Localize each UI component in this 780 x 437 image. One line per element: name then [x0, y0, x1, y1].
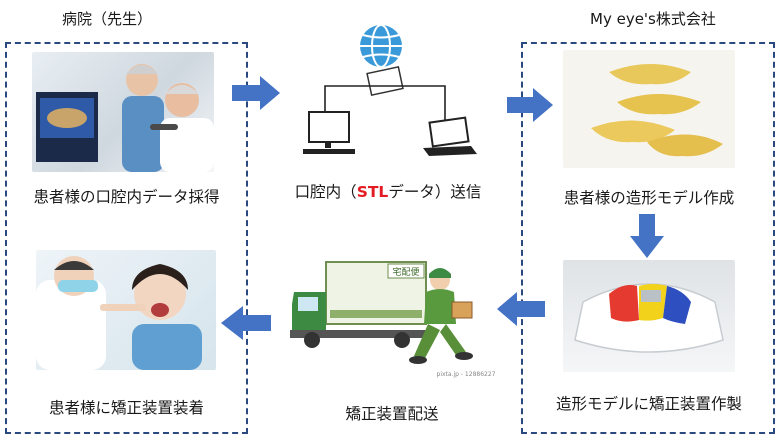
envelope-icon	[366, 66, 404, 96]
courier-icon	[409, 268, 473, 364]
arrow-down-icon	[630, 214, 664, 258]
truck-sign	[387, 263, 425, 279]
dental-model-photo	[563, 50, 735, 168]
arrow-right-icon	[232, 76, 280, 110]
delivery-truck-icon	[290, 261, 430, 348]
delivery-step-label: 矯正装置配送	[345, 405, 439, 423]
send-step-label: 口腔内（STLデータ）送信	[294, 183, 482, 201]
company-panel	[521, 42, 775, 434]
hospital-panel	[5, 42, 248, 434]
appliance-fitting-photo	[36, 250, 216, 370]
arrow-left-icon	[497, 292, 545, 326]
globe-icon	[360, 24, 402, 68]
photo-credit: pixta.jp - 12886227	[437, 371, 496, 378]
hospital-header: 病院（先生）	[62, 10, 153, 28]
orthodontic-appliance-photo	[563, 260, 735, 372]
model-step-label: 患者様の造形モデル作成	[563, 189, 735, 207]
company-header: My eye's株式会社	[590, 10, 716, 28]
stl-highlight: STL	[356, 183, 389, 201]
network-diagram	[303, 24, 477, 156]
arrow-left-icon	[221, 306, 271, 340]
device-step-label: 造形モデルに矯正装置作製	[555, 395, 742, 413]
scan-step-label: 患者様の口腔内データ採得	[33, 188, 220, 206]
desktop-computer-icon	[303, 111, 355, 154]
intraoral-scan-photo	[32, 52, 214, 172]
delivery-illustration: 宅配便 pixta.jp - 12886227	[290, 261, 496, 378]
laptop-icon	[423, 116, 477, 156]
arrow-right-icon	[507, 88, 553, 122]
truck-sign-text: 宅配便	[392, 266, 419, 278]
fit-step-label: 患者様に矯正装置装着	[48, 399, 204, 417]
